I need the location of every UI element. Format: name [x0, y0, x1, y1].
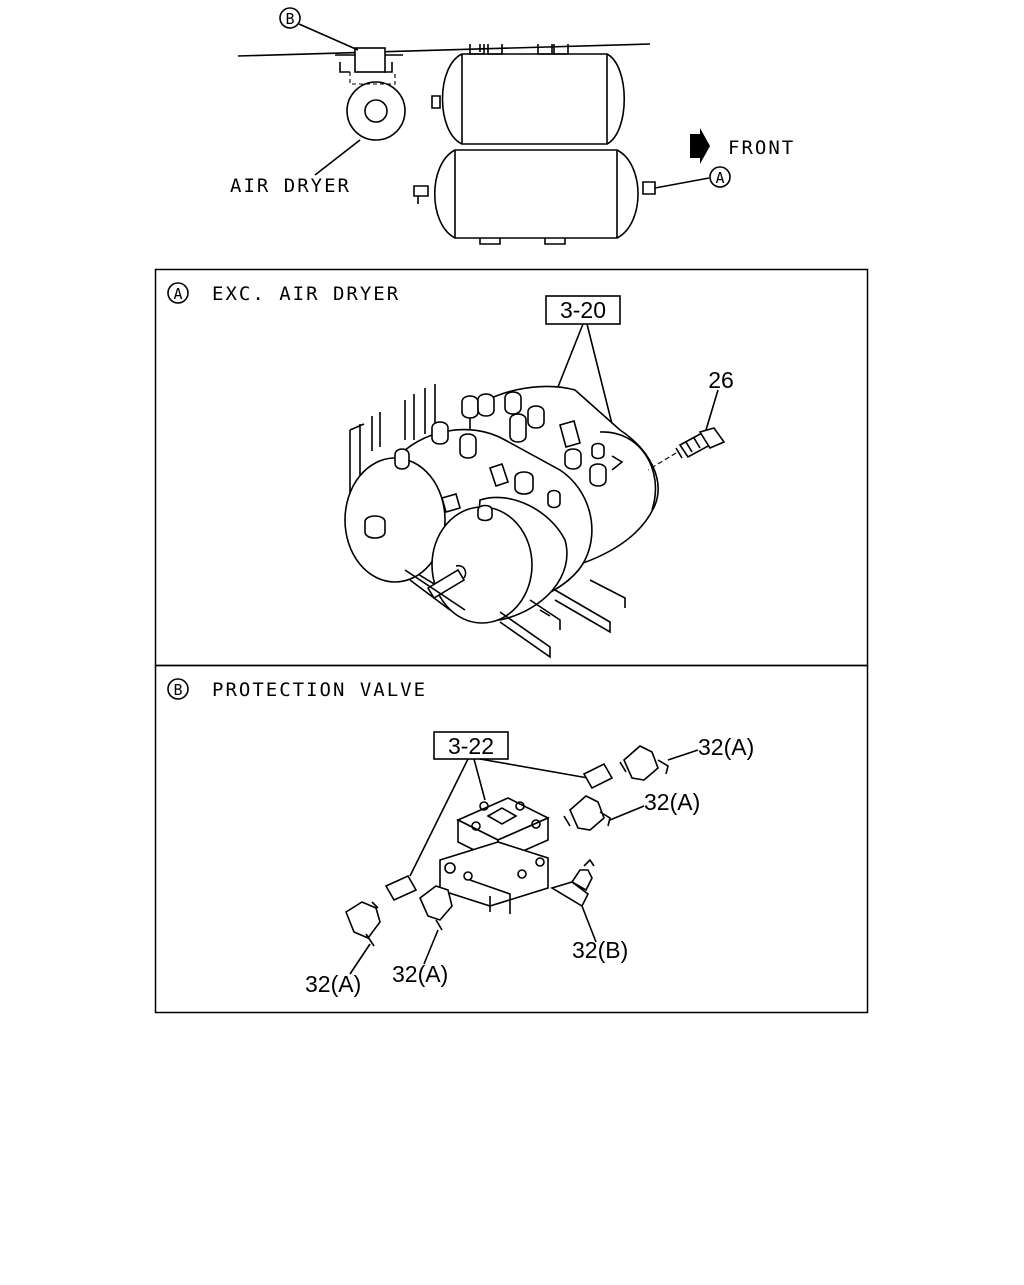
fitting-26-connection	[647, 452, 677, 471]
callout-a-overview: A	[654, 166, 731, 189]
panel-b-title: PROTECTION VALVE	[212, 679, 427, 701]
part-32a-top-right-1-label: 32(A)	[698, 734, 754, 760]
panel-a-callout: A	[173, 285, 182, 303]
callout-b-overview: B	[279, 7, 359, 51]
fitting-32a-top-right-1: 32(A)	[582, 734, 754, 790]
part-32a-bottom-mid-label: 32(A)	[392, 961, 448, 987]
panel-a-callout-circle	[167, 282, 189, 304]
panel-a-ref-label: 3-20	[560, 297, 606, 323]
part-32a-bottom-left-label: 32(A)	[305, 971, 361, 997]
svg-text:A: A	[715, 169, 724, 187]
part-32a-top-right-2-label: 32(A)	[644, 789, 700, 815]
fitting-26-leader	[705, 389, 719, 431]
air-dryer-label: AIR DRYER	[230, 175, 351, 197]
air-dryer-overview: AIR DRYER	[230, 81, 406, 197]
air-dryer-leader	[314, 139, 361, 176]
frame-rail	[237, 43, 651, 57]
tank-clips	[469, 44, 569, 55]
fitting-26: 26	[647, 367, 734, 471]
panel-a-title: EXC. AIR DRYER	[212, 283, 400, 305]
part-32b-label: 32(B)	[572, 937, 628, 963]
panel-b-callout-circle	[167, 678, 189, 700]
panel-b-ref-label: 3-22	[448, 733, 494, 759]
overview-diagram: B AIR DRYER A	[230, 7, 795, 245]
front-label: FRONT	[728, 137, 795, 159]
upper-air-tank	[431, 53, 625, 145]
fitting-32a-top-right-2: 32(A)	[563, 789, 700, 831]
panel-b-frame	[154, 664, 869, 1014]
part-26-label: 26	[708, 367, 734, 393]
front-indicator: FRONT	[690, 128, 795, 164]
fitting-32a-bottom-left: 32(A)	[305, 901, 381, 997]
svg-text:B: B	[285, 10, 294, 28]
protection-valve-overview	[335, 47, 403, 85]
panel-b: B PROTECTION VALVE 3-22	[154, 664, 869, 1014]
protection-valve-body	[439, 797, 550, 914]
panel-b-callout: B	[173, 681, 182, 699]
air-tank-assembly	[344, 384, 659, 659]
front-arrow-icon	[690, 128, 710, 164]
fitting-32b: 32(B)	[550, 858, 628, 963]
fitting-32a-bottom-mid: 32(A)	[384, 874, 453, 987]
panel-b-ref-box	[433, 731, 509, 760]
lower-air-tank	[413, 149, 656, 245]
panel-a: A EXC. AIR DRYER 3-20	[154, 268, 869, 667]
